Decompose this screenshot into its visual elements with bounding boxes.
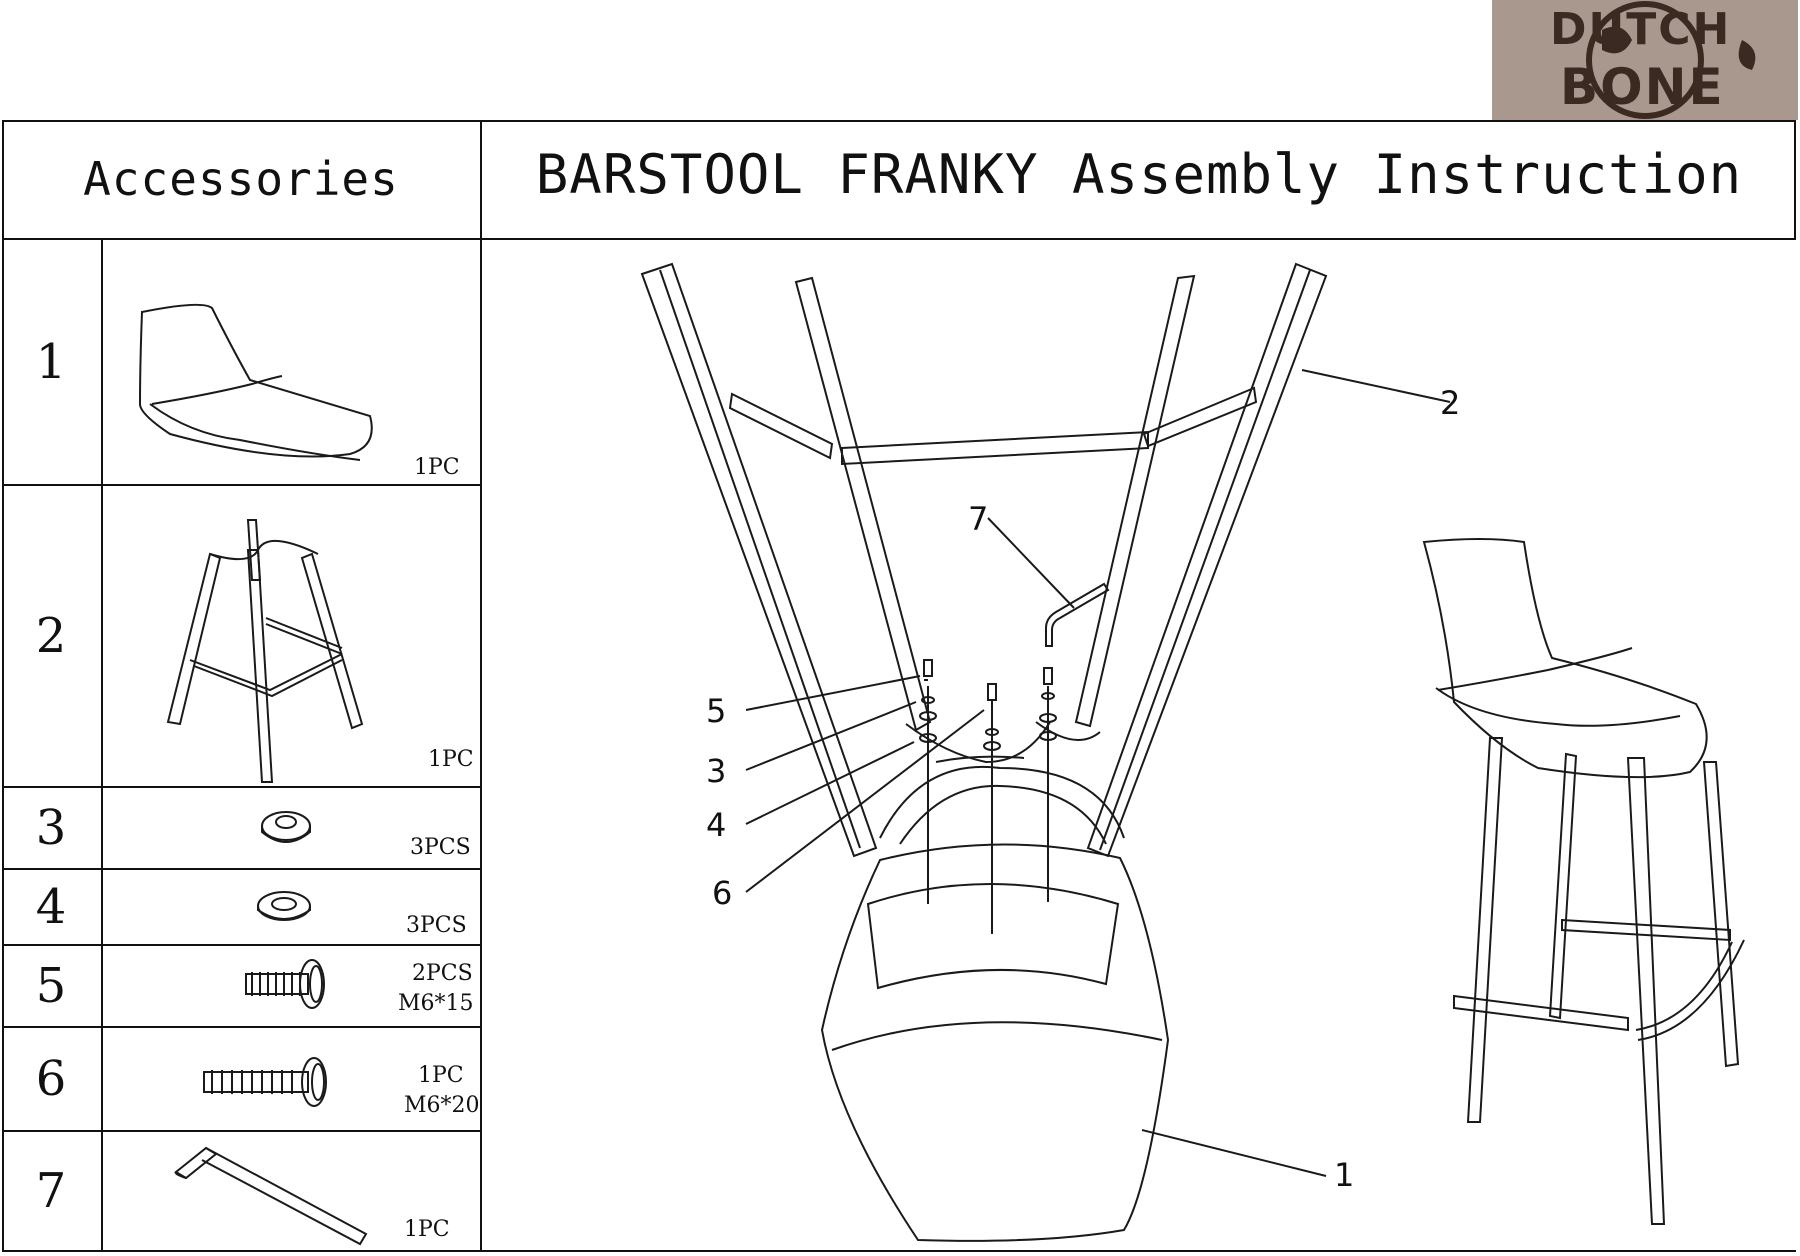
callout-4: 4: [706, 806, 727, 844]
spec-6: M6*20: [404, 1093, 480, 1118]
callout-6: 6: [712, 874, 733, 912]
hardware-stacks: [919, 659, 1057, 751]
allen-key-assembly: [1045, 582, 1110, 647]
seat-shell-assembly: [820, 843, 1170, 1242]
long-bolt-icon: [203, 1057, 327, 1107]
qty-7: 1PC: [404, 1217, 450, 1242]
callout-3: 3: [706, 752, 727, 790]
row-number-3: 3: [35, 800, 67, 856]
seat-shell-icon: [138, 303, 373, 461]
qty-2: 1PC: [428, 747, 474, 772]
row-number-4: 4: [35, 879, 67, 935]
callout-1: 1: [1334, 1156, 1355, 1194]
callout-5: 5: [706, 692, 727, 730]
logo-line2: BONE: [1560, 58, 1725, 116]
allen-key-icon: [174, 1146, 368, 1246]
dutchbone-logo: DUTCH BONE: [1492, 0, 1798, 120]
row-number-5: 5: [35, 958, 67, 1014]
qty-1: 1PC: [414, 455, 460, 480]
logo-line1: DUTCH: [1550, 4, 1732, 55]
leg-frame-assembly: [640, 262, 1328, 858]
globe-icon: [1586, 1, 1756, 119]
qty-6: 1PC: [418, 1063, 464, 1088]
row-number-1: 1: [35, 334, 67, 390]
qty-5: 2PCS: [412, 961, 473, 986]
leg-frame-icon: [166, 519, 364, 783]
qty-3: 3PCS: [410, 835, 471, 860]
spring-washer-icon: [261, 811, 311, 843]
row-number-6: 6: [35, 1051, 67, 1107]
callout-7: 7: [968, 500, 989, 538]
callout-2: 2: [1440, 384, 1461, 422]
short-bolt-icon: [245, 959, 325, 1009]
flat-washer-icon: [257, 891, 311, 921]
accessories-header: Accessories: [83, 152, 399, 206]
callout-leaders: [745, 369, 1451, 1177]
spec-5: M6*15: [398, 991, 474, 1016]
row-number-7: 7: [35, 1163, 67, 1219]
qty-4: 3PCS: [406, 913, 467, 938]
page-title: BARSTOOL FRANKY Assembly Instruction: [535, 142, 1743, 206]
row-number-2: 2: [35, 608, 67, 664]
finished-barstool-icon: [1422, 538, 1745, 1225]
